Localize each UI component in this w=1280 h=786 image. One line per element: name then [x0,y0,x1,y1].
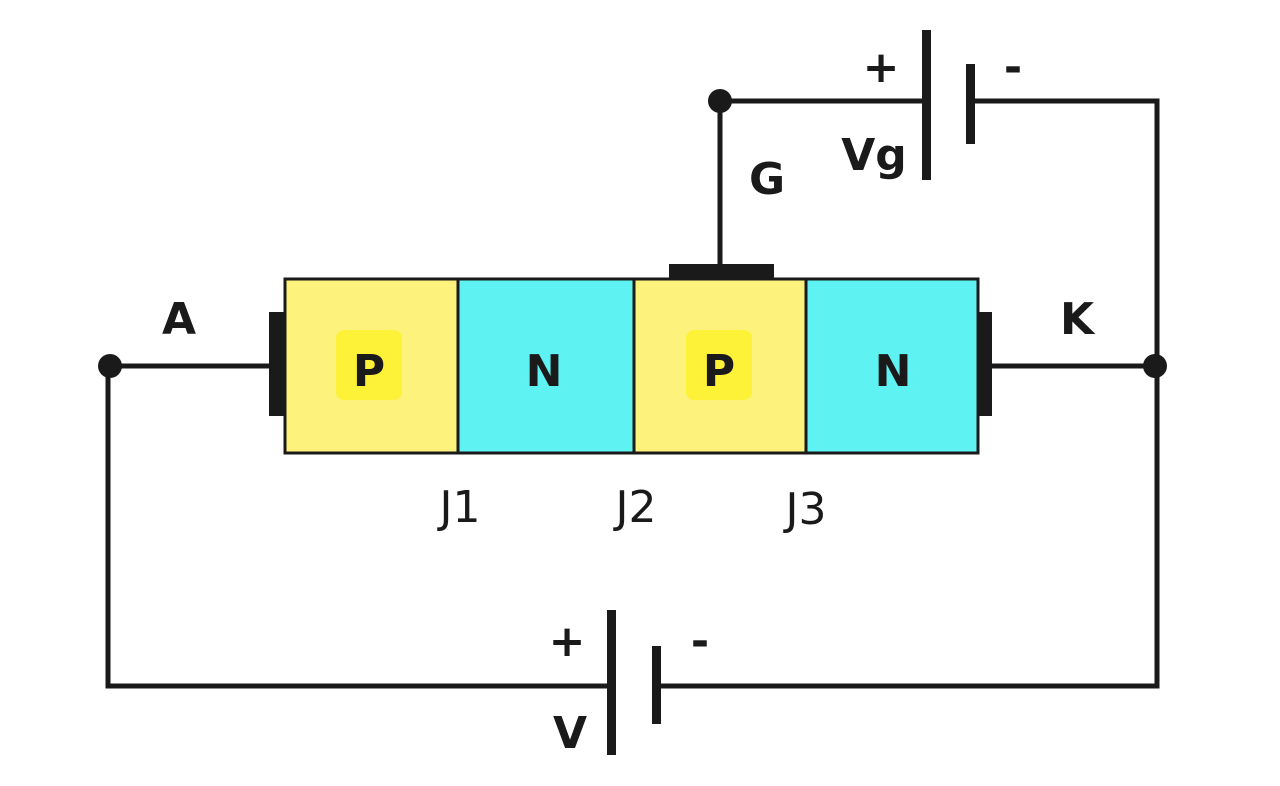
gate-battery: + - Vg [841,30,1022,181]
cathode-node [1143,354,1167,378]
main-battery-plus: + [549,616,586,667]
anode-label: A [162,294,196,345]
main-battery-positive-plate [607,610,616,755]
terminal-labels: A K G [162,154,1096,345]
main-battery-negative-plate [652,646,661,724]
region-n1 [458,279,634,453]
region-p1-label: P [353,346,385,397]
gate-battery-label: Vg [841,130,907,181]
region-n2 [806,279,978,453]
main-battery-label: V [553,708,587,759]
cathode-label: K [1060,294,1096,345]
region-p2-label: P [703,346,735,397]
anode-node [98,354,122,378]
wiring [98,89,1167,689]
p1-glow [336,330,402,400]
gate-battery-minus: - [1004,42,1022,93]
pnpn-device: P N P N [269,264,992,455]
gate-contact [669,264,774,279]
region-n2-label: N [875,346,912,397]
anode-contact [269,312,285,416]
main-loop-right [655,98,1160,689]
junction-j3-label: J3 [783,484,827,535]
junction-labels: J1 J2 J3 [437,482,827,535]
junction-j1-label: J1 [437,482,481,533]
region-n1-label: N [526,346,563,397]
gate-battery-positive-plate [922,30,931,180]
main-loop-left [105,363,615,689]
cathode-contact [978,312,992,416]
gate-battery-negative-plate [966,64,975,144]
p2-glow [686,330,752,400]
gate-battery-plus: + [863,42,900,93]
gate-node [708,89,732,113]
main-battery-minus: - [691,616,709,667]
gate-label: G [749,154,785,205]
main-battery: + - V [549,610,709,759]
junction-j2-label: J2 [613,482,657,533]
